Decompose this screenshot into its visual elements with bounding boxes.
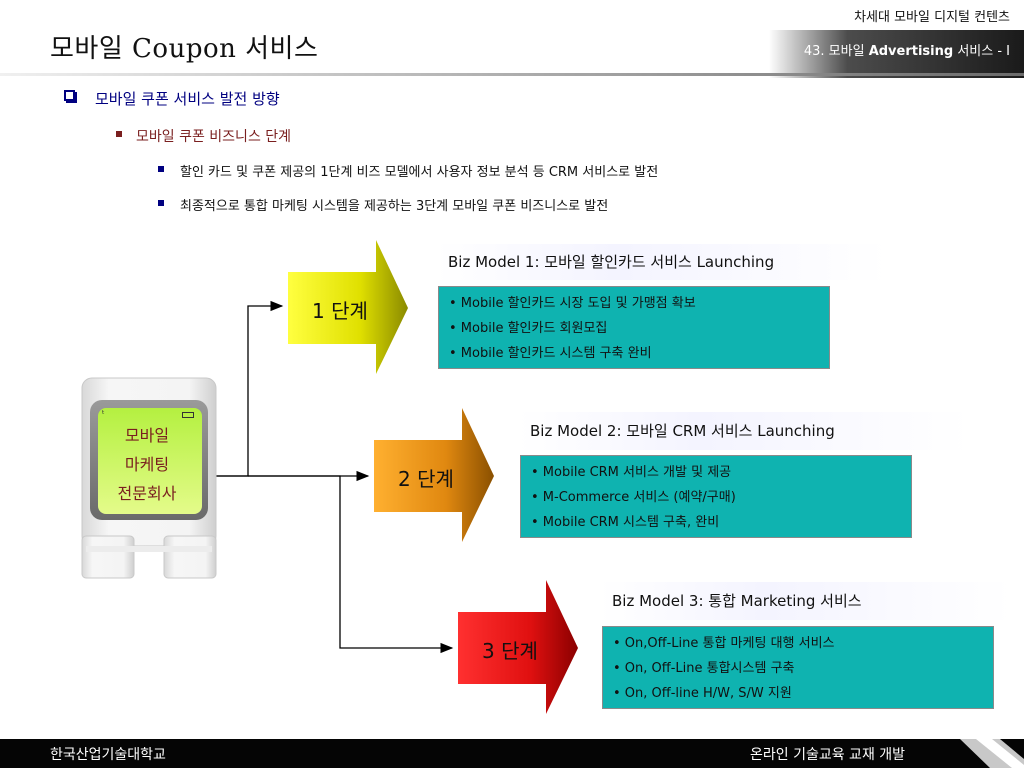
footer-right: 온라인 기술교육 교재 개발 (750, 747, 906, 763)
footer-bar (0, 739, 1024, 768)
phone-text-line: 모바일 (124, 426, 170, 445)
header-top-right: 차세대 모바일 디지털 컨텐츠 (854, 10, 1010, 25)
biz-model-1-item: • Mobile 할인카드 시장 도입 및 가맹점 확보 (449, 296, 696, 311)
phone-text-line: 마케팅 (124, 455, 170, 474)
biz-model-2-item: • Mobile CRM 서비스 개발 및 제공 (531, 465, 732, 480)
header-background (0, 30, 1024, 78)
header-subtitle: 43. 모바일 Advertising 서비스 - I (803, 44, 1010, 59)
biz-model-3-item: • On, Off-Line 통합시스템 구축 (613, 661, 795, 676)
stage2-label: 2 단계 (398, 467, 454, 491)
biz-model-1-item: • Mobile 할인카드 회원모집 (449, 321, 608, 336)
biz-model-2-item: • Mobile CRM 시스템 구축, 완비 (531, 515, 720, 530)
footer-left: 한국산업기술대학교 (50, 747, 166, 763)
biz-model-3-item: • On, Off-line H/W, S/W 지원 (613, 686, 792, 701)
biz-model-1-item: • Mobile 할인카드 시스템 구축 완비 (449, 346, 652, 361)
stage1-label: 1 단계 (312, 299, 368, 323)
signal-icon: ᵗ (102, 410, 105, 420)
stage1-arrow (288, 240, 408, 374)
battery-icon (182, 412, 194, 418)
square-bullet-icon (116, 131, 122, 137)
stage2-arrow (374, 408, 494, 542)
outline-level1-text: 모바일 쿠폰 서비스 발전 방향 (95, 90, 280, 108)
biz-model-2-box: • Mobile CRM 서비스 개발 및 제공 • M-Commerce 서비… (520, 455, 912, 538)
phone-screen-text: 모바일 마케팅 전문회사 (100, 421, 194, 508)
biz-model-1-box: • Mobile 할인카드 시장 도입 및 가맹점 확보 • Mobile 할인… (438, 286, 830, 369)
stage3-arrow (458, 580, 578, 714)
stage3-label: 3 단계 (482, 639, 538, 663)
phone-text-line: 전문회사 (117, 484, 177, 503)
checkbox-bullet-icon (64, 90, 75, 101)
outline-level2-text: 모바일 쿠폰 비즈니스 단계 (136, 129, 292, 145)
biz-model-1-title: Biz Model 1: 모바일 할인카드 서비스 Launching (436, 243, 888, 281)
biz-model-2-item: • M-Commerce 서비스 (예약/구매) (531, 490, 736, 505)
outline-level3-text: 최종적으로 통합 마케팅 시스템을 제공하는 3단계 모바일 쿠폰 비즈니스로 … (180, 199, 609, 214)
biz-model-3-item: • On,Off-Line 통합 마케팅 대행 서비스 (613, 636, 835, 651)
outline-level3-text: 할인 카드 및 쿠폰 제공의 1단계 비즈 모델에서 사용자 정보 분석 등 C… (180, 165, 659, 180)
mobile-phone-illustration (81, 377, 217, 579)
square-bullet-icon (158, 166, 164, 172)
page-title: 모바일 Coupon 서비스 (50, 34, 319, 64)
biz-model-3-title: Biz Model 3: 통합 Marketing 서비스 (600, 582, 1012, 620)
square-bullet-icon (158, 200, 164, 206)
footer-decoration (960, 739, 1024, 768)
biz-model-2-title: Biz Model 2: 모바일 CRM 서비스 Launching (518, 412, 970, 450)
biz-model-3-box: • On,Off-Line 통합 마케팅 대행 서비스 • On, Off-Li… (602, 626, 994, 709)
